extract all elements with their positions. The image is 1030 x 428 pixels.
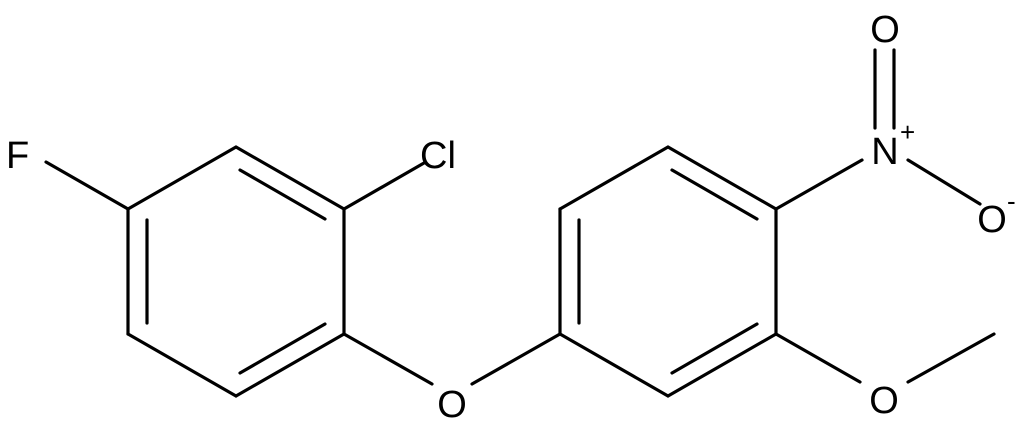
- left-ring: [126, 145, 346, 398]
- bond-methyl: [906, 332, 996, 384]
- double-bond-inner: [238, 168, 327, 221]
- atom-chlorine: Cl: [420, 135, 456, 177]
- bond: [666, 145, 778, 211]
- atom-fluorine: F: [6, 135, 29, 177]
- double-bond-inner: [670, 168, 759, 221]
- charge-plus: +: [900, 117, 915, 147]
- double-bond-inner: [670, 322, 759, 375]
- double-bond-inner: [238, 322, 327, 375]
- bond: [126, 145, 238, 211]
- charge-minus: -: [1007, 186, 1016, 216]
- atom-nitro-nitrogen: N: [871, 131, 898, 173]
- bond: [234, 332, 346, 398]
- bond: [234, 145, 346, 211]
- bond-cl: [342, 161, 426, 211]
- atom-nitro-oxygen-double: O: [870, 9, 900, 51]
- bond: [126, 332, 238, 398]
- right-ring: [558, 145, 778, 398]
- bond-nitro: [774, 158, 864, 211]
- atom-nitro-oxygen-single: O: [977, 199, 1007, 241]
- atom-ether-oxygen: O: [437, 384, 467, 426]
- bond-methoxy: [774, 332, 862, 384]
- bond-ether-right: [470, 332, 562, 386]
- bond-f: [44, 160, 130, 211]
- bond: [558, 332, 670, 398]
- bond-n-o-single: [906, 158, 982, 206]
- bond-ether-left: [342, 332, 434, 386]
- bond: [558, 145, 670, 211]
- bond: [666, 332, 778, 398]
- atom-methoxy-oxygen: O: [869, 380, 899, 422]
